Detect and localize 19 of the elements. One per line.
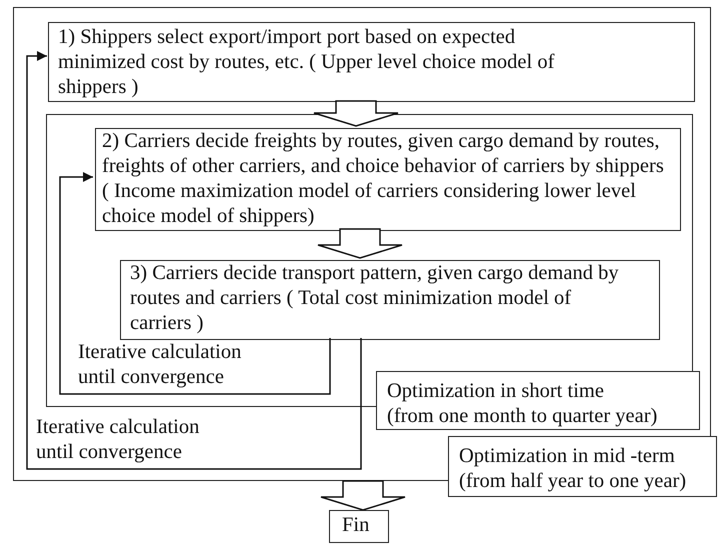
box-text: 3) Carriers decide transport pattern, given cargo demand by routes and carriers ( Total cost minimization model of carriers ) — [130, 261, 620, 336]
loop-label: Iterative calculation until convergence — [36, 415, 200, 465]
box-text: Fin — [342, 513, 370, 538]
process-box — [376, 371, 700, 430]
block-arrow — [313, 100, 399, 127]
block-arrow — [320, 480, 406, 511]
process-box — [448, 436, 717, 497]
box-text: Optimization in mid -term — [459, 444, 676, 469]
box-text: (from one month to quarter year) — [387, 404, 658, 429]
box-text: 1) Shippers select export/import port based on expected minimized cost by routes, etc. ( Upper level choice model of shippers ) — [58, 25, 556, 100]
feedback-arrow — [26, 51, 362, 470]
process-box — [48, 22, 695, 102]
end-box — [329, 510, 389, 543]
block-arrow — [317, 228, 403, 259]
box-text: (from half year to one year) — [459, 469, 688, 494]
feedback-arrow — [59, 172, 331, 395]
loop-label: Iterative calculation until convergence — [78, 340, 242, 390]
box-text: 2) Carriers decide freights by routes, given cargo demand by routes, freights of other carriers, and choice behavior of carriers by shippers ( Income maximization model of carriers considering lower level choice model of shippers) — [102, 129, 665, 229]
box-text: Optimization in short time — [387, 379, 605, 404]
